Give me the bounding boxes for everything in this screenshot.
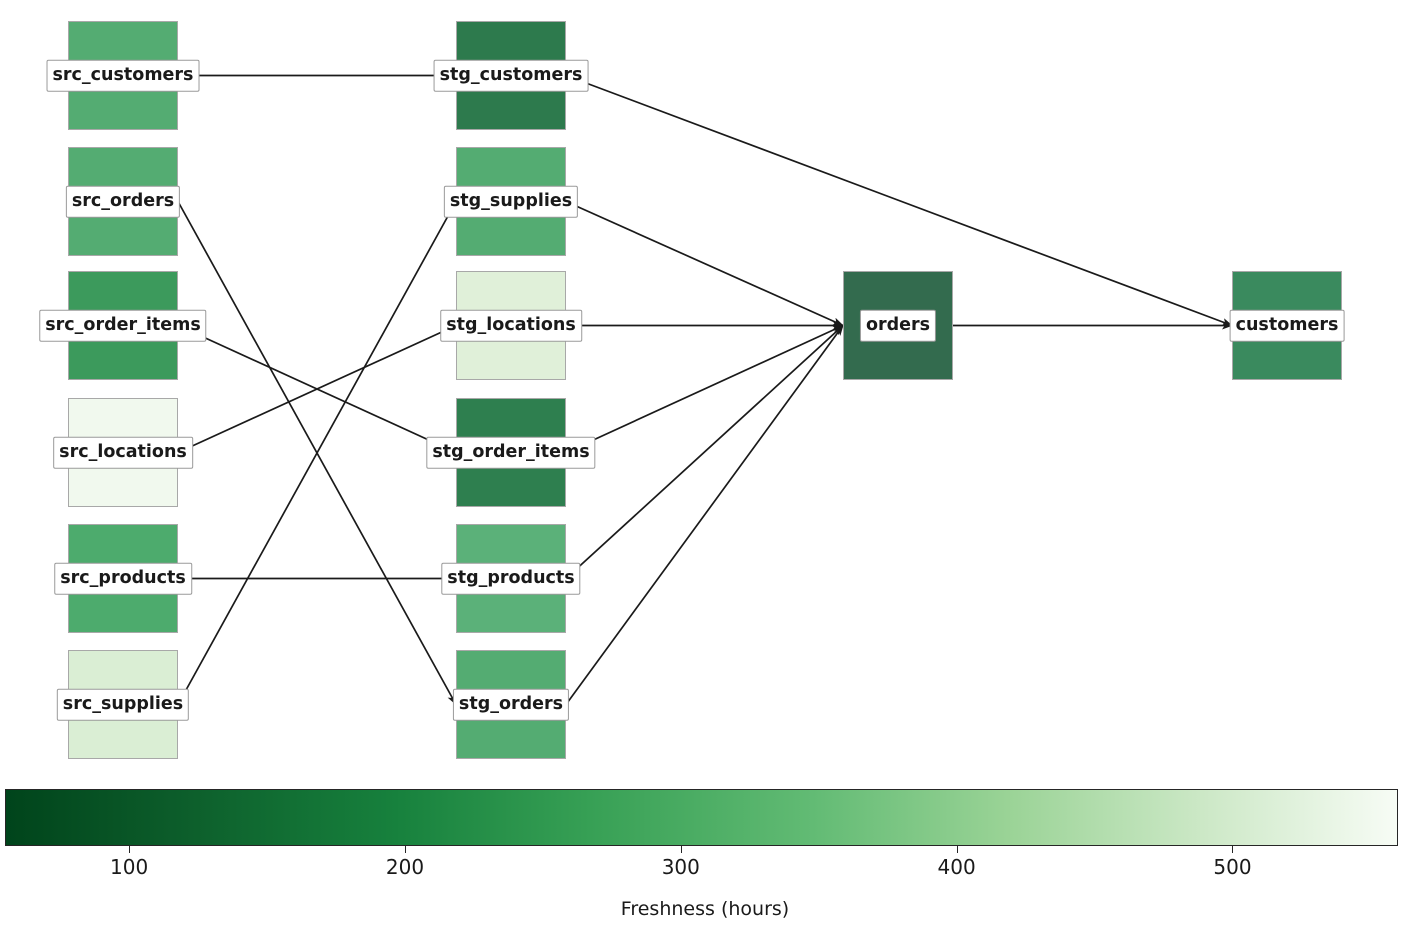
edge-stg_order_items-to-orders: [565, 324, 844, 454]
node-label-src_locations[interactable]: src_locations: [53, 436, 193, 469]
node-label-orders[interactable]: orders: [859, 309, 937, 342]
colorbar-tick-100: [129, 846, 131, 853]
colorbar-tick-label-100: 100: [110, 855, 149, 879]
edge-src_order_items-to-stg_order_items: [177, 324, 457, 454]
colorbar-tick-label-400: 400: [937, 855, 976, 879]
node-label-stg_order_items[interactable]: stg_order_items: [426, 436, 596, 469]
colorbar-tick-200: [404, 846, 406, 853]
colorbar: [5, 789, 1398, 846]
node-label-stg_locations[interactable]: stg_locations: [440, 309, 582, 342]
edge-src_supplies-to-stg_supplies: [177, 200, 457, 705]
edge-stg_products-to-orders: [565, 324, 844, 580]
node-label-src_products[interactable]: src_products: [54, 562, 192, 595]
node-label-src_supplies[interactable]: src_supplies: [56, 688, 190, 721]
edge-stg_orders-to-orders: [565, 324, 844, 706]
edge-src_locations-to-stg_locations: [177, 324, 457, 454]
node-label-customers[interactable]: customers: [1229, 309, 1345, 342]
edge-stg_supplies-to-orders: [565, 200, 844, 327]
node-label-src_orders[interactable]: src_orders: [65, 185, 181, 218]
colorbar-tick-300: [680, 846, 682, 853]
colorbar-tick-400: [956, 846, 958, 853]
node-label-stg_products[interactable]: stg_products: [441, 562, 581, 595]
colorbar-tick-500: [1232, 846, 1234, 853]
node-label-src_order_items[interactable]: src_order_items: [39, 309, 207, 342]
node-label-stg_orders[interactable]: stg_orders: [452, 688, 570, 721]
node-label-stg_supplies[interactable]: stg_supplies: [443, 185, 579, 218]
node-label-stg_customers[interactable]: stg_customers: [433, 59, 589, 92]
colorbar-tick-label-300: 300: [661, 855, 700, 879]
colorbar-axis-label: Freshness (hours): [620, 898, 790, 920]
edge-src_orders-to-stg_orders: [177, 201, 457, 706]
colorbar-tick-label-200: 200: [385, 855, 425, 879]
colorbar-tick-label-500: 500: [1213, 855, 1252, 879]
node-label-src_customers[interactable]: src_customers: [46, 59, 200, 92]
colorbar-gradient: [6, 790, 1397, 845]
